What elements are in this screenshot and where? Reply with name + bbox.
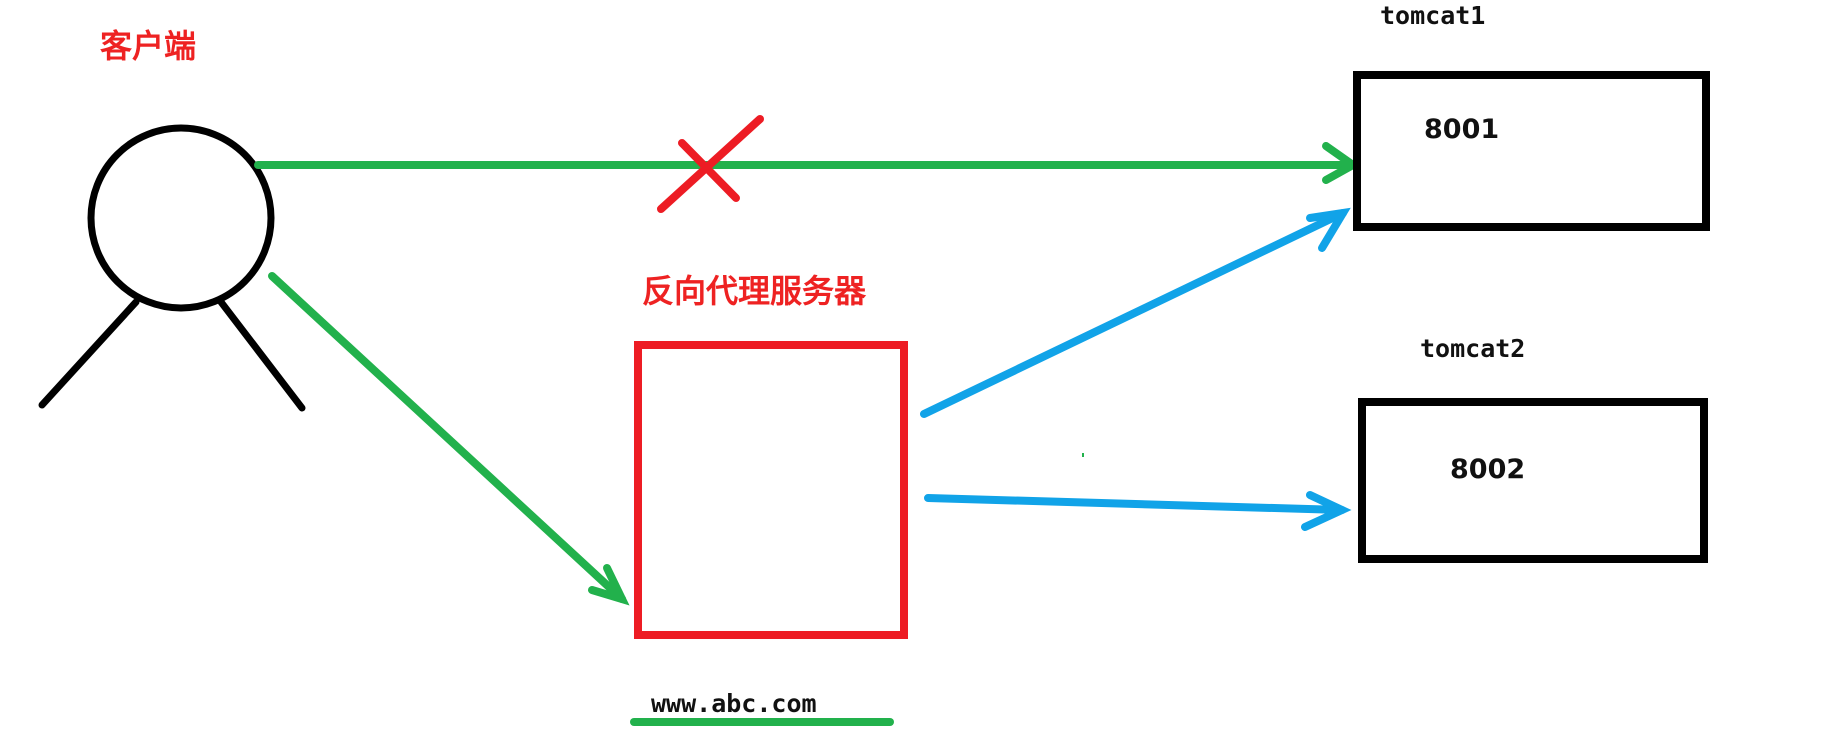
client-figure xyxy=(38,124,306,412)
client-head xyxy=(87,124,275,312)
tomcat1-label: tomcat1 xyxy=(1380,1,1486,30)
proxy-to-tomcat1-arrowhead xyxy=(1306,207,1351,252)
client-to-proxy-arrowhead xyxy=(588,564,630,606)
reverse-proxy-box xyxy=(634,341,908,639)
proxy-to-tomcat2-arrowhead xyxy=(1301,491,1352,531)
client-label: 客户端 xyxy=(100,27,197,65)
proxy-to-tomcat1-arrow xyxy=(920,207,1351,418)
reverse-proxy-label: 反向代理服务器 xyxy=(642,272,867,310)
tomcat2-box xyxy=(1358,398,1708,563)
direct-connection-arrow xyxy=(254,142,1361,184)
proxy-to-tomcat2-arrow xyxy=(924,491,1352,531)
client-to-proxy-arrow xyxy=(268,272,630,606)
tomcat2-label: tomcat2 xyxy=(1420,334,1526,363)
client-right-leg xyxy=(217,298,306,412)
client-left-leg xyxy=(38,298,140,409)
blocked-x-icon xyxy=(657,115,764,213)
tomcat1-box xyxy=(1353,71,1710,231)
domain-label: www.abc.com xyxy=(651,689,817,718)
tomcat1-port: 8001 xyxy=(1424,114,1500,145)
tomcat2-port: 8002 xyxy=(1450,454,1526,485)
